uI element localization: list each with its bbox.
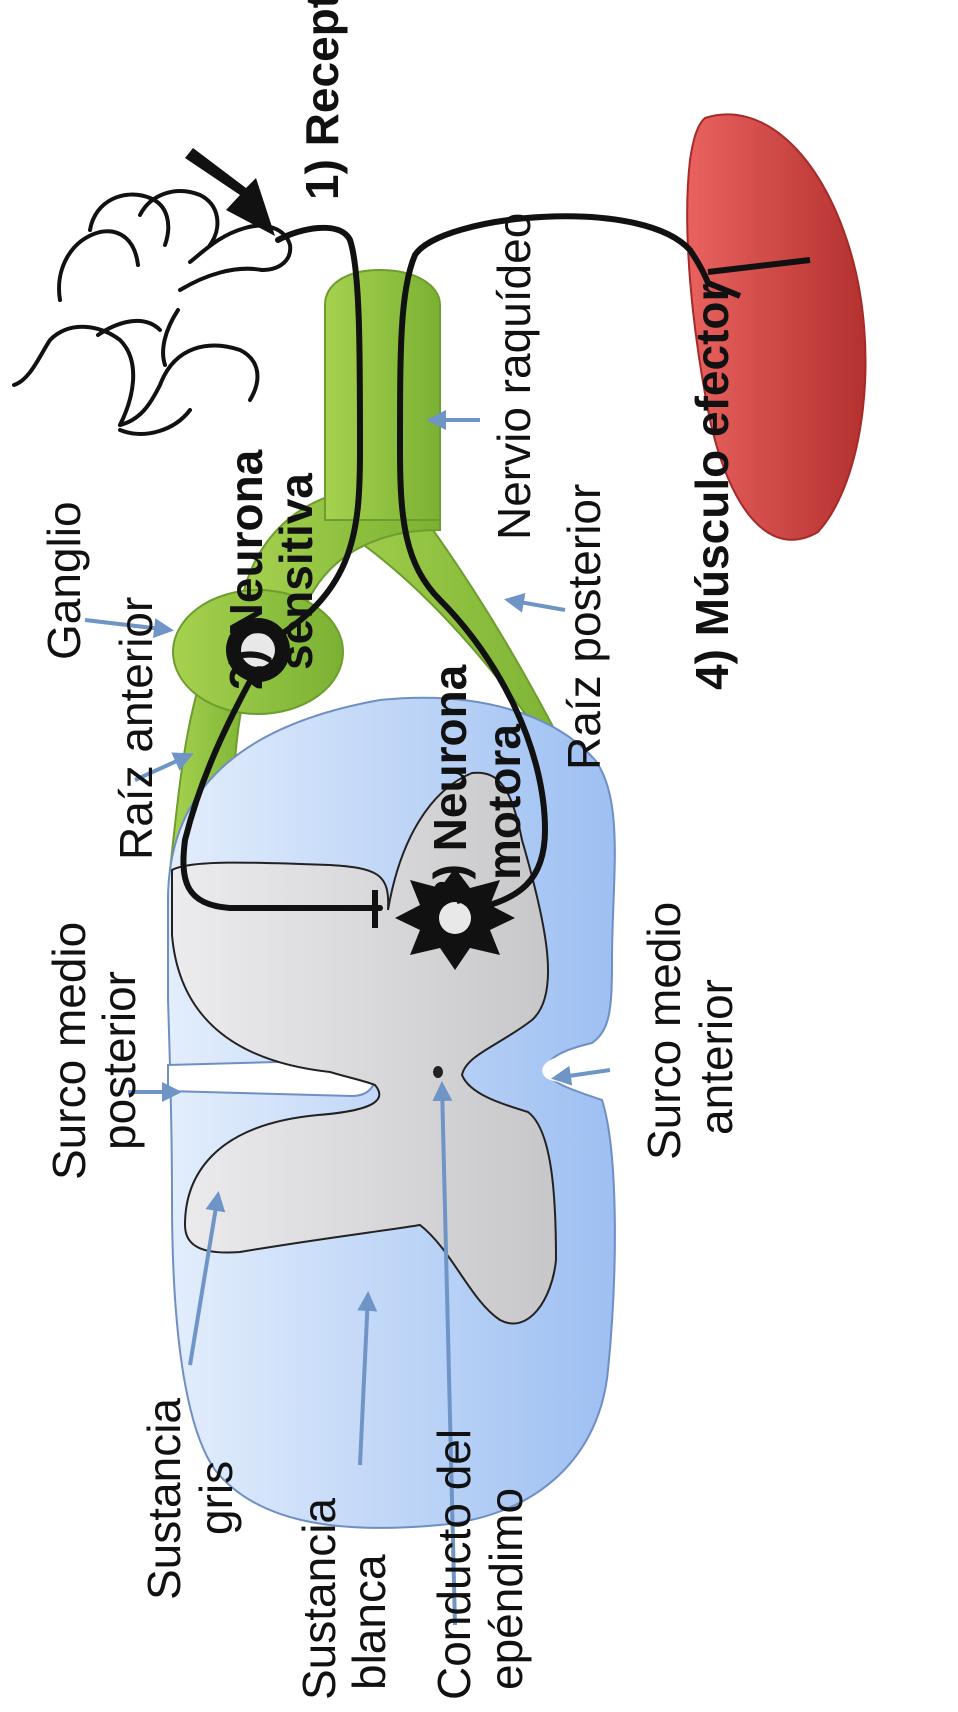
nervio-raquideo-shape [325,270,440,520]
label-raiz-posterior: Raíz posterior [558,484,610,770]
label-surco-anterior-1: Surco medio [638,902,690,1160]
label-receptor: 1) Receptor [296,0,348,200]
label-neurona-motora-2: motora [478,724,530,880]
label-ependimo-1: Conducto del [428,1429,480,1700]
label-neurona-sensitiva-2: sensitiva [270,473,322,670]
label-neurona-sensitiva-1: 2) Neurona [220,449,272,690]
label-neurona-motora-1: 3) Neurona [424,664,476,905]
label-sustancia-gris-1: Sustancia [138,1398,190,1600]
conducto-ependimo [433,1066,443,1078]
arrow-raiz-posterior [508,600,565,610]
motor-neuron-nucleus [439,902,471,934]
label-surco-anterior-2: anterior [690,979,742,1135]
hand-icon [14,191,290,434]
label-musculo-efector: 4) Músculo efector [686,283,738,690]
label-surco-posterior-2: posterior [93,971,145,1150]
label-nervio-raquideo: Nervio raquídeo [488,213,540,540]
label-ependimo-2: epéndimo [480,1488,532,1690]
label-surco-posterior-1: Surco medio [43,922,95,1180]
label-sustancia-gris-2: gris [190,1461,242,1535]
label-raiz-anterior: Raíz anterior [110,597,162,860]
label-sustancia-blanca-2: blanca [343,1554,395,1690]
label-ganglio: Ganglio [38,501,90,660]
label-sustancia-blanca-1: Sustancia [293,1498,345,1700]
stimulus-arrow-icon [185,148,275,236]
